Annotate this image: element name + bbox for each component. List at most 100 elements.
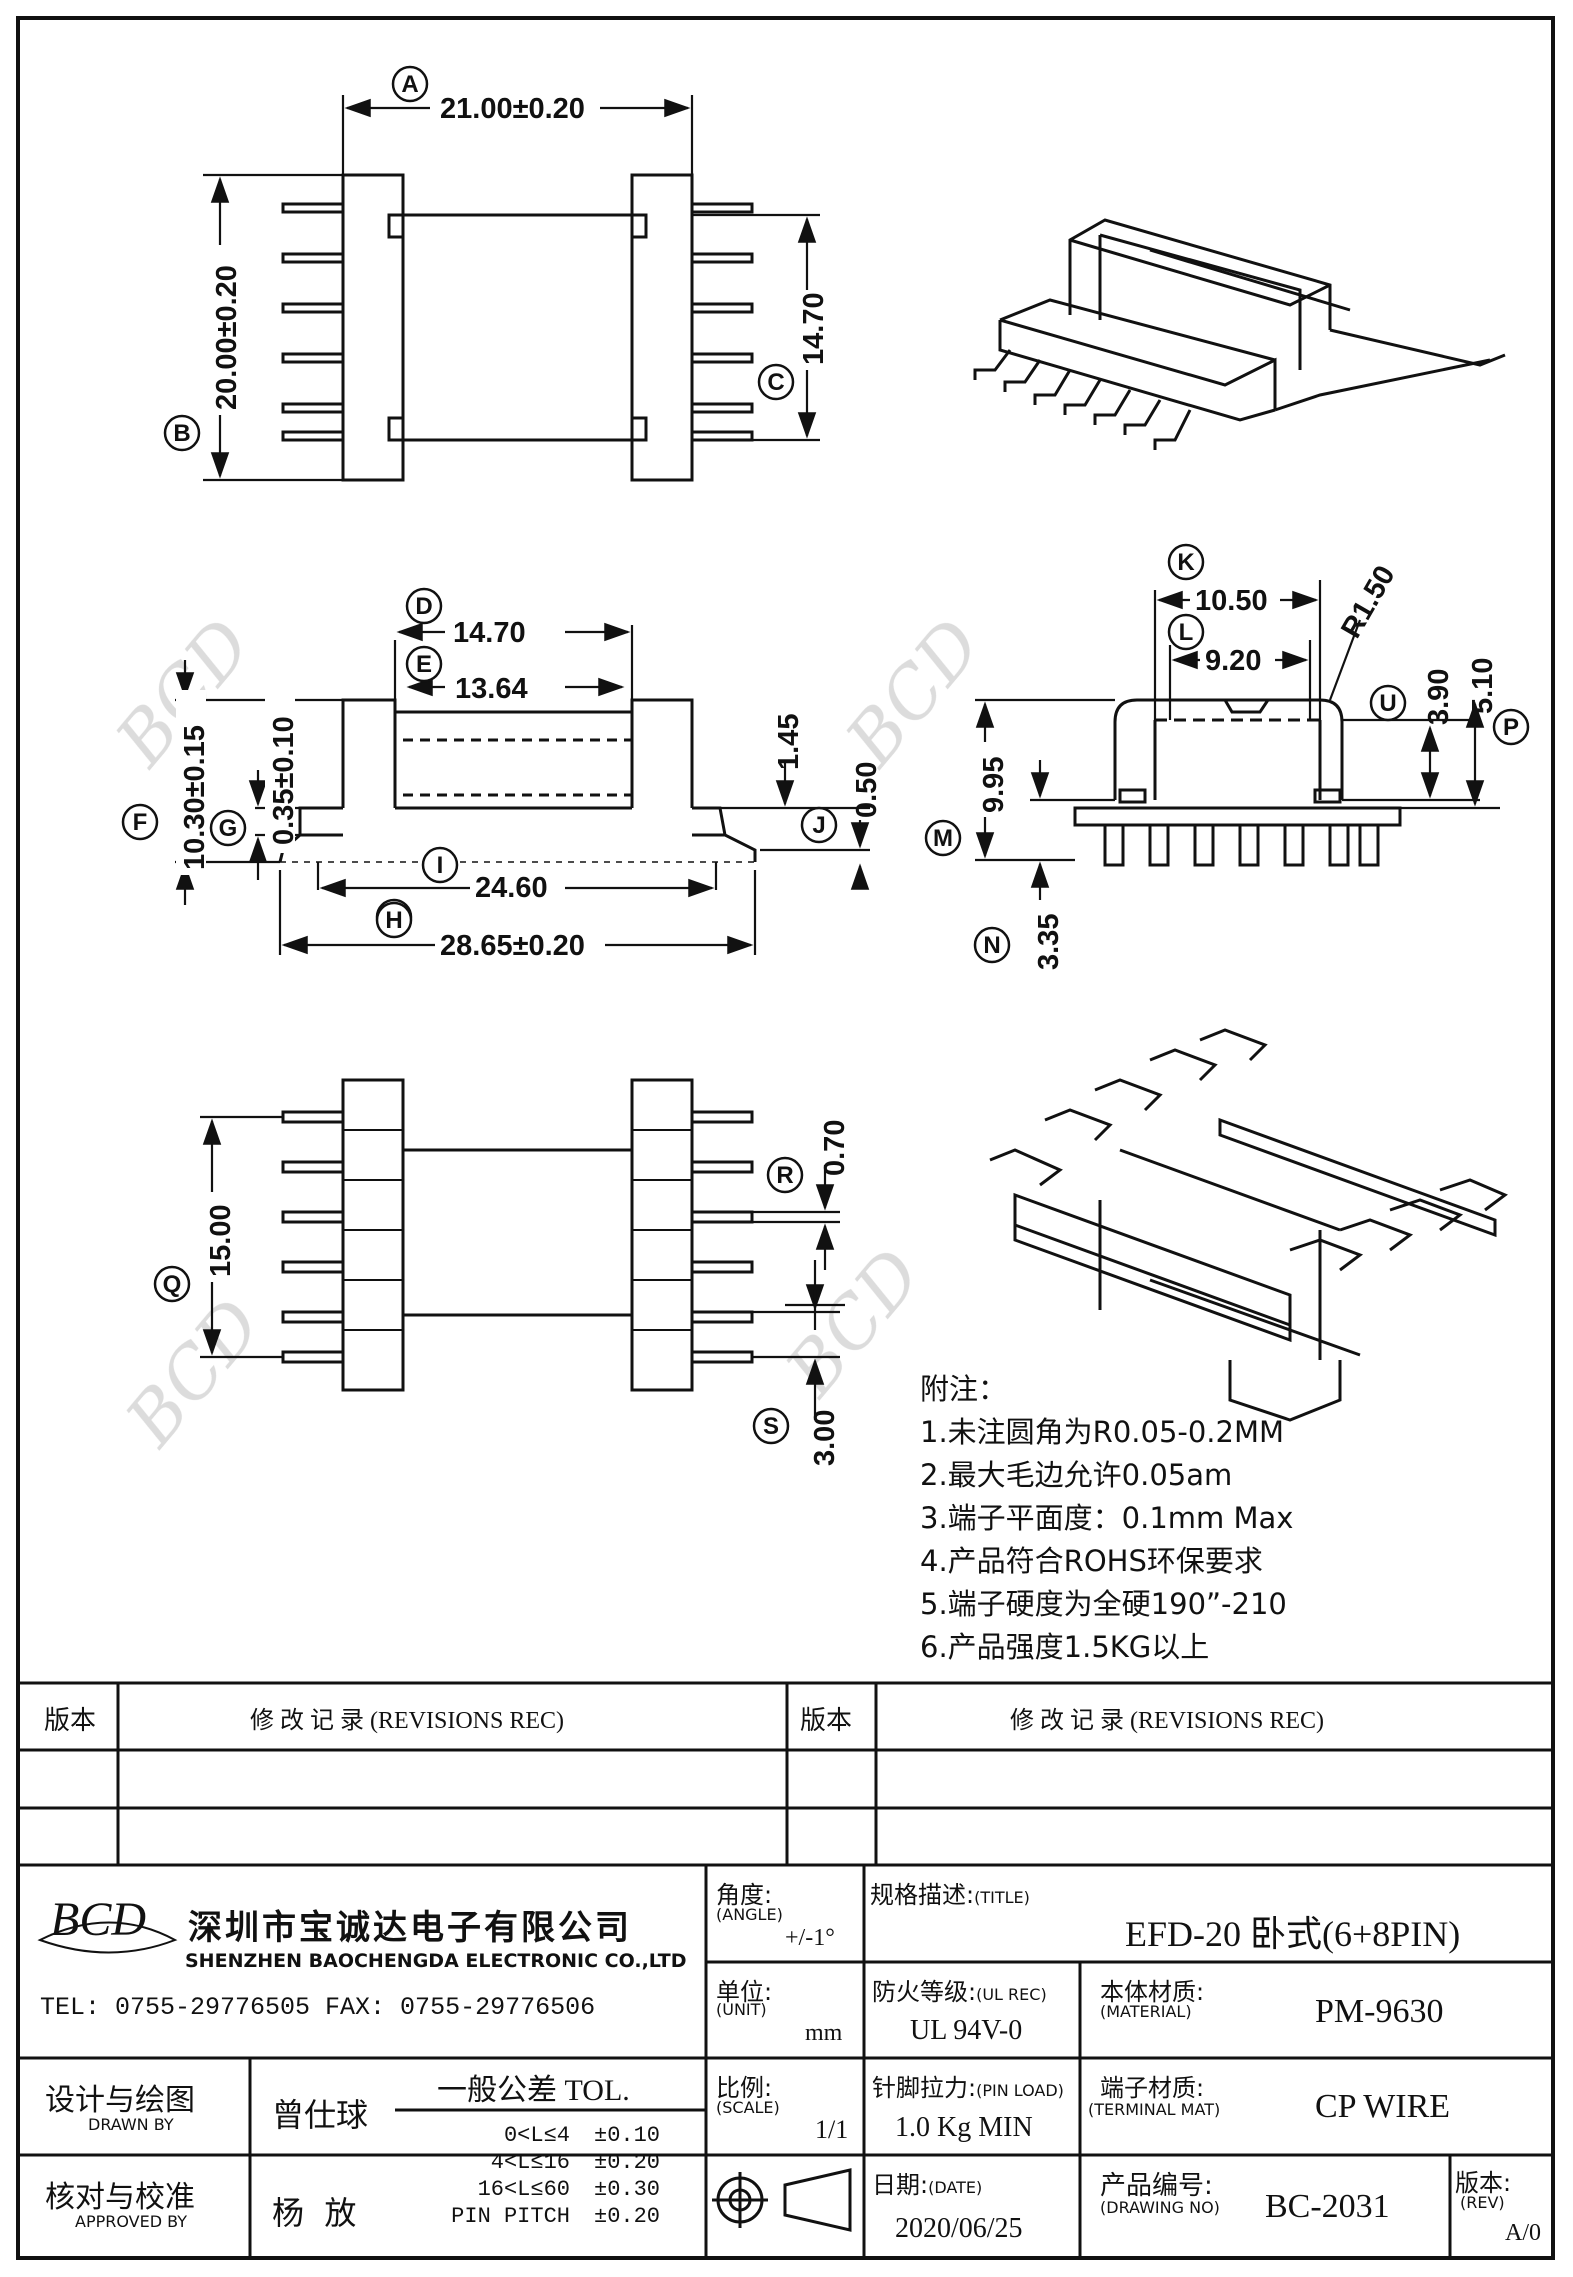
rev-col-record-right: 修 改 记 录 (REVISIONS REC) (1010, 1708, 1325, 1734)
unit-sub: (UNIT) (716, 2000, 767, 2019)
dim-I: 24.60 (475, 872, 548, 904)
callout-G: G (219, 815, 238, 842)
title-block-grid (18, 1681, 1553, 2258)
company-logo-mark (37, 1921, 178, 1954)
drawn-sub: DRAWN BY (88, 2115, 174, 2134)
approved-label: 核对与校准 (45, 2180, 195, 2215)
note-line: 4.产品符合ROHS环保要求 (920, 1544, 1263, 1578)
dim-Q: 15.00 (205, 1204, 237, 1277)
unit-value: mm (805, 2020, 843, 2046)
title-label: 规格描述:(TITLE) (870, 1881, 1030, 1909)
callouts (121, 65, 1530, 1445)
callout-R: R (776, 1162, 793, 1189)
date-label: 日期:(DATE) (872, 2171, 983, 2199)
note-line: 3.端子平面度：0.1mm Max (920, 1501, 1294, 1535)
material-value: PM-9630 (1315, 1993, 1444, 2030)
company-logo: BCD (50, 1893, 146, 1946)
callout-I: I (437, 852, 444, 879)
drawing-no-value: BC-2031 (1265, 2188, 1390, 2225)
approved-value: 杨 放 (272, 2194, 357, 2232)
dim-A: 21.00±0.20 (440, 93, 585, 125)
terminal-value: CP WIRE (1315, 2088, 1451, 2125)
ul-label: 防火等级:(UL REC) (872, 1978, 1047, 2006)
dim-E: 13.64 (455, 673, 528, 705)
dim-U: 3.90 (1423, 669, 1455, 725)
note-line: 2.最大毛边允许0.05am (920, 1458, 1233, 1492)
dim-F: 10.30±0.15 (179, 725, 211, 870)
pin-label: 针脚拉力:(PIN LOAD) (872, 2074, 1064, 2102)
rev-label: 版本: (1455, 2169, 1512, 2197)
svg-text:BCD: BCD (109, 1284, 278, 1463)
tol-label: 一般公差 TOL. (437, 2074, 630, 2107)
callout-L: L (1179, 619, 1194, 646)
ul-value: UL 94V-0 (910, 2015, 1023, 2046)
material-sub: (MATERIAL) (1100, 2002, 1192, 2021)
note-line: 6.产品强度1.5KG以上 (920, 1630, 1210, 1664)
dim-N: 3.35 (1033, 914, 1065, 970)
dim-S: 3.00 (809, 1410, 841, 1466)
dim-D: 14.70 (453, 617, 526, 649)
dim-R: R1.50 (1335, 560, 1401, 643)
sheet-border (16, 16, 1555, 2260)
callout-H: H (385, 907, 402, 934)
rev-sub: (REV) (1460, 2193, 1505, 2212)
watermark: BCD BCD BCD BCD (99, 604, 998, 1463)
notes-block: 附注： 1.未注圆角为R0.05-0.2MM 2.最大毛边允许0.05am 3.… (920, 1368, 1293, 1669)
dim-J-top: 1.45 (773, 714, 805, 770)
scale-value: 1/1 (815, 2115, 849, 2144)
svg-text:BCD: BCD (769, 1234, 938, 1413)
approved-sub: APPROVED BY (75, 2212, 188, 2231)
scale-label: 比例: (716, 2074, 773, 2102)
iso-view-top (973, 218, 1506, 450)
callout-Q: Q (163, 1271, 182, 1298)
pin-value: 1.0 Kg MIN (895, 2112, 1033, 2143)
svg-text:BCD: BCD (829, 604, 998, 783)
callout-P: P (1503, 714, 1519, 741)
drawing-sub: (DRAWING NO) (1100, 2198, 1220, 2217)
notes-title: 附注： (920, 1372, 1008, 1406)
dim-K: 10.50 (1195, 585, 1268, 617)
date-value: 2020/06/25 (895, 2213, 1023, 2244)
callout-U: U (1379, 690, 1396, 717)
callout-B: B (173, 420, 190, 447)
dim-G: 0.35±0.10 (268, 716, 300, 845)
callout-F: F (133, 809, 148, 836)
title-value: EFD-20 卧式(6+8PIN) (1125, 1914, 1461, 1954)
dim-C: 14.70 (798, 292, 830, 365)
dim-J: 0.50 (851, 762, 883, 818)
iso-view-bottom (989, 1028, 1508, 1422)
company-name-cn: 深圳市宝诚达电子有限公司 (188, 1908, 632, 1948)
material-label: 本体材质: (1100, 1978, 1205, 2006)
drawn-label: 设计与绘图 (45, 2083, 195, 2118)
front-view (278, 698, 757, 863)
top-view (281, 173, 754, 482)
bottom-view (281, 1078, 754, 1392)
angle-sub: (ANGLE) (716, 1905, 783, 1924)
angle-label: 角度: (716, 1881, 773, 1909)
callout-C: C (767, 369, 784, 396)
drawing-label: 产品编号: (1100, 2171, 1213, 2201)
company-contact: TEL: 0755-29776505 FAX: 0755-29776506 (40, 1993, 596, 2022)
callout-A: A (401, 71, 418, 98)
callout-S: S (763, 1413, 779, 1440)
dim-H: 28.65±0.20 (440, 930, 585, 962)
rev-col-version-right: 版本 (800, 1706, 853, 1736)
callout-D: D (415, 593, 432, 620)
dim-M: 9.95 (978, 757, 1010, 813)
rev-col-version-left: 版本 (44, 1706, 97, 1736)
callout-J: J (812, 812, 825, 839)
note-line: 5.端子硬度为全硬190”-210 (920, 1587, 1287, 1621)
drawn-value: 曾仕球 (272, 2096, 369, 2134)
rev-value: A/0 (1505, 2220, 1541, 2246)
callout-M: M (933, 825, 953, 852)
note-line: 1.未注圆角为R0.05-0.2MM (920, 1415, 1285, 1449)
angle-value: +/-1° (785, 1925, 835, 1951)
dim-L: 9.20 (1205, 645, 1261, 677)
dim-P: 5.10 (1467, 658, 1499, 714)
unit-label: 单位: (716, 1978, 773, 2006)
scale-sub: (SCALE) (716, 2098, 780, 2117)
rev-col-record-left: 修 改 记 录 (REVISIONS REC) (250, 1708, 565, 1734)
callout-E: E (416, 651, 432, 678)
callout-K: K (1177, 549, 1195, 576)
